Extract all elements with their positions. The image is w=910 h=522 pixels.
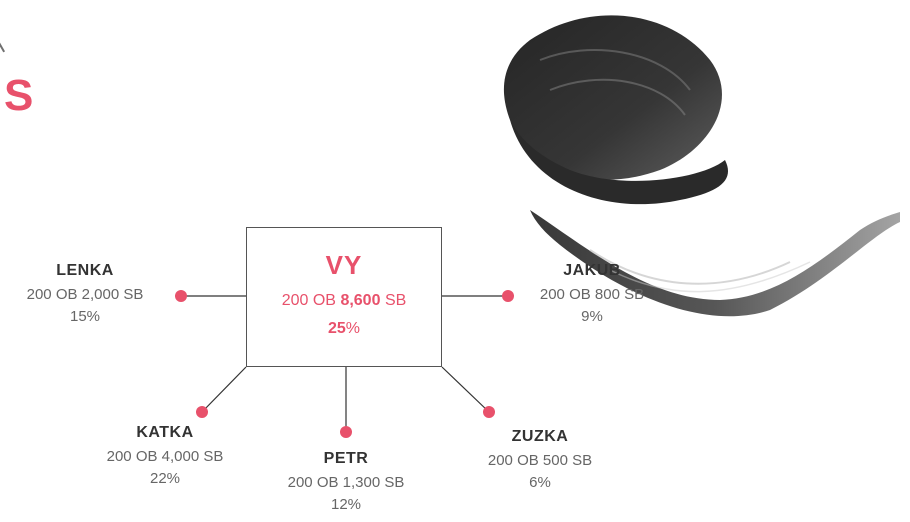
node-stats: 200 OB 2,000 SB: [26, 286, 144, 303]
node-dot-katka: [196, 406, 208, 418]
node-stats: 200 OB 500 SB: [487, 452, 593, 469]
node-lenka: LENKA 200 OB 2,000 SB 15%: [10, 262, 160, 328]
brush-stroke-image: [503, 15, 900, 317]
center-node-box: [246, 227, 442, 367]
connector-katka: [201, 366, 247, 413]
node-dot-lenka: [175, 290, 187, 302]
node-name: PETR: [323, 450, 369, 467]
center-node-name: VY: [325, 250, 363, 280]
node-petr: PETR 200 OB 1,300 SB 12%: [261, 450, 431, 516]
center-sb-unit: SB: [384, 292, 407, 309]
node-percent: 9%: [581, 308, 603, 325]
heading-fragment: S: [4, 71, 34, 120]
node-jakub: JAKUB 200 OB 800 SB 9%: [517, 262, 667, 328]
node-percent: 12%: [330, 496, 362, 513]
node-dot-zuzka: [483, 406, 495, 418]
node-dot-jakub: [502, 290, 514, 302]
node-zuzka: ZUZKA 200 OB 500 SB 6%: [455, 428, 625, 494]
node-katka: KATKA 200 OB 4,000 SB 22%: [80, 424, 250, 490]
node-name: JAKUB: [563, 262, 621, 279]
connector-zuzka: [441, 366, 490, 413]
center-node-stats: 200 OB 8,600 SB: [246, 292, 442, 310]
node-percent: 15%: [69, 308, 101, 325]
node-percent: 6%: [529, 474, 551, 491]
node-percent: 22%: [149, 470, 181, 487]
node-stats: 200 OB 800 SB: [539, 286, 645, 303]
center-ob-value: 200: [281, 292, 309, 309]
node-name: LENKA: [56, 262, 114, 279]
node-stats: 200 OB 4,000 SB: [106, 448, 224, 465]
center-node-percent: 25%: [246, 320, 442, 338]
center-pct-value: 25: [327, 320, 346, 337]
node-name: ZUZKA: [511, 428, 569, 445]
node-stats: 200 OB 1,300 SB: [287, 474, 405, 491]
node-dot-petr: [340, 426, 352, 438]
node-name: KATKA: [136, 424, 194, 441]
center-pct-unit: %: [345, 320, 361, 337]
center-ob-unit: OB: [312, 292, 336, 309]
center-sb-value: 8,600: [340, 292, 381, 309]
